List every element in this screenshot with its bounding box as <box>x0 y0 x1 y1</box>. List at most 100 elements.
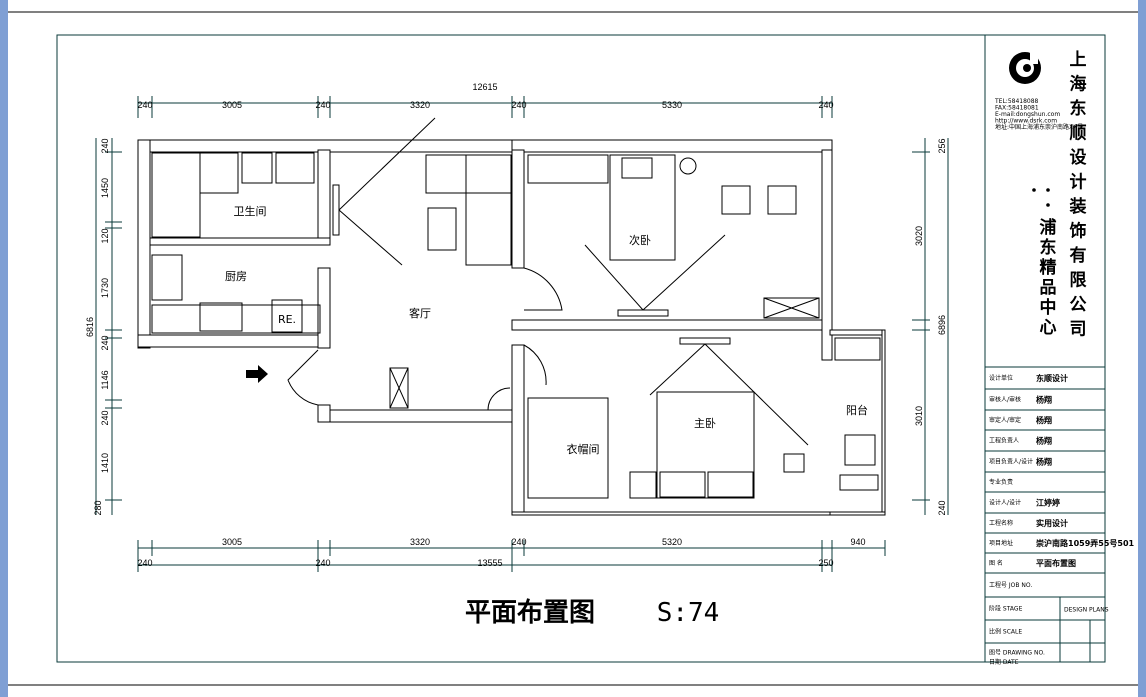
room-label-bathroom: 卫生间 <box>234 204 267 218</box>
room-label-master-bedroom: 主卧 <box>694 417 716 430</box>
bottom-dimensions: 3005 3320 240 5320 940 240 240 13555 250 <box>137 537 886 572</box>
contact-line: TEL:58418088 <box>994 98 1039 105</box>
contact-line: 地址:中国上海浦东崇沪南路XX号 <box>995 123 1083 131</box>
dim-label: 240 <box>511 100 526 110</box>
pillow <box>621 157 653 179</box>
title-block-value: 杨翔 <box>1036 457 1052 467</box>
walls <box>137 139 886 516</box>
branch-name-char: 浦 <box>1040 217 1057 238</box>
dim-label: 13555 <box>477 558 502 568</box>
single-bed <box>609 154 676 261</box>
dim-label: 240 <box>137 100 152 110</box>
room-label-living: 客厅 <box>409 306 431 320</box>
title-block-label: 设计人/设计 <box>989 499 1021 507</box>
balcony-cabinet <box>834 337 881 361</box>
company-name-char: 上 <box>1070 50 1087 70</box>
room-label-balcony: 阳台 <box>846 403 868 417</box>
room-label-kitchen: 厨房 <box>225 270 247 283</box>
dim-label: 3010 <box>914 406 924 426</box>
armchair <box>767 185 797 215</box>
title-block-value: 杨翔 <box>1036 436 1052 446</box>
top-dimensions: 12615 240 3005 240 3320 240 5330 240 <box>137 82 834 118</box>
title-block-rows: 设计单位东顺设计审核人/审核杨翔审定人/审定杨翔工程负责人杨翔项目负责人/设计杨… <box>985 373 1135 666</box>
company-name-char: 东 <box>1070 98 1087 119</box>
company-name-char: 计 <box>1070 172 1087 193</box>
entry-arrow-icon <box>246 365 268 383</box>
title-block-label: 审核人/审核 <box>989 396 1021 404</box>
door-swing <box>523 344 547 386</box>
company-name-char: 顺 <box>1070 124 1087 144</box>
company-name-char: 有 <box>1070 245 1087 266</box>
contact-info: TEL:58418088FAX:58418081E-mail:dongshun.… <box>994 98 1083 131</box>
title-block-label: 图号 DRAWING NO. <box>989 650 1045 657</box>
armchair <box>721 185 751 215</box>
pillow <box>659 471 706 498</box>
washbasin <box>275 152 315 184</box>
door-swing <box>487 387 511 411</box>
dim-label: 250 <box>818 558 833 568</box>
dim-label: 240 <box>937 500 947 515</box>
nightstand-lamp <box>679 157 697 175</box>
title-block-label: 项目地址 <box>989 539 1013 547</box>
washing-machine <box>839 474 879 491</box>
title-block-label: 工程名称 <box>989 519 1013 527</box>
nightstand <box>783 453 805 473</box>
right-edge <box>1138 0 1146 697</box>
dim-label: 3005 <box>222 537 242 547</box>
dim-label: 240 <box>818 100 833 110</box>
kitchen-counter <box>151 304 321 334</box>
title-block-label: 图 名 <box>989 559 1003 567</box>
dim-label: 240 <box>100 410 110 425</box>
dim-label: 240 <box>100 138 110 153</box>
title-block-label: 设计单位 <box>989 374 1013 382</box>
dim-label: 3320 <box>410 537 430 547</box>
title-block-value: 杨翔 <box>1036 395 1052 405</box>
company-name-char: 司 <box>1070 320 1087 340</box>
shower-area <box>151 152 201 238</box>
drawing-frame <box>56 34 1106 663</box>
room-label-second-bedroom: 次卧 <box>629 233 651 247</box>
dim-label: 5320 <box>662 537 682 547</box>
room-label-closet: 衣帽间 <box>567 442 600 456</box>
closet-racks <box>527 397 609 499</box>
dim-label: 240 <box>315 100 330 110</box>
dim-label: 3005 <box>222 100 242 110</box>
dim-label: 940 <box>850 537 865 547</box>
title-block-label: 专业负责 <box>989 478 1013 486</box>
right-dimensions: 256 3020 3010 240 6896 <box>912 138 949 516</box>
dim-label: 1410 <box>100 453 110 473</box>
tv <box>332 184 340 236</box>
cabinet <box>389 367 409 409</box>
desk <box>763 297 820 319</box>
furniture <box>151 117 881 499</box>
sofa <box>425 154 512 194</box>
dim-label: 240 <box>315 558 330 568</box>
dim-label: 240 <box>137 558 152 568</box>
dim-label: 240 <box>511 537 526 547</box>
dim-label: 120 <box>100 228 110 243</box>
contact-line: FAX:58418081 <box>995 105 1039 112</box>
dim-label: 256 <box>937 138 947 153</box>
dim-label: 1730 <box>100 278 110 298</box>
title-block-value: DESIGN PLANS <box>1064 607 1109 614</box>
title-block-label: 项目负责人/设计 <box>989 458 1033 466</box>
title-block-value: 实用设计 <box>1036 518 1068 528</box>
title-block-value: 江婷婷 <box>1036 498 1060 508</box>
fridge-label: RE. <box>278 313 296 326</box>
door-swing <box>523 267 563 311</box>
title-block-label: 工程号 JOB NO. <box>989 581 1032 589</box>
dim-label: 3320 <box>410 100 430 110</box>
double-bed <box>656 391 755 499</box>
entry-door-swing <box>287 349 319 406</box>
title-block-label: 工程负责人 <box>989 437 1019 445</box>
balcony-chair <box>844 434 876 466</box>
title-block-label: 比例 SCALE <box>989 628 1022 636</box>
nightstand <box>629 471 657 499</box>
dim-label: 1450 <box>100 178 110 198</box>
left-dimensions: 240 1450 120 1730 240 1146 240 1410 280 … <box>85 138 122 516</box>
branch-name-char: 中 <box>1040 297 1057 318</box>
decorative-dot <box>1046 188 1050 192</box>
title-block-value: 杨翔 <box>1036 415 1052 425</box>
tv-2 <box>617 309 669 317</box>
